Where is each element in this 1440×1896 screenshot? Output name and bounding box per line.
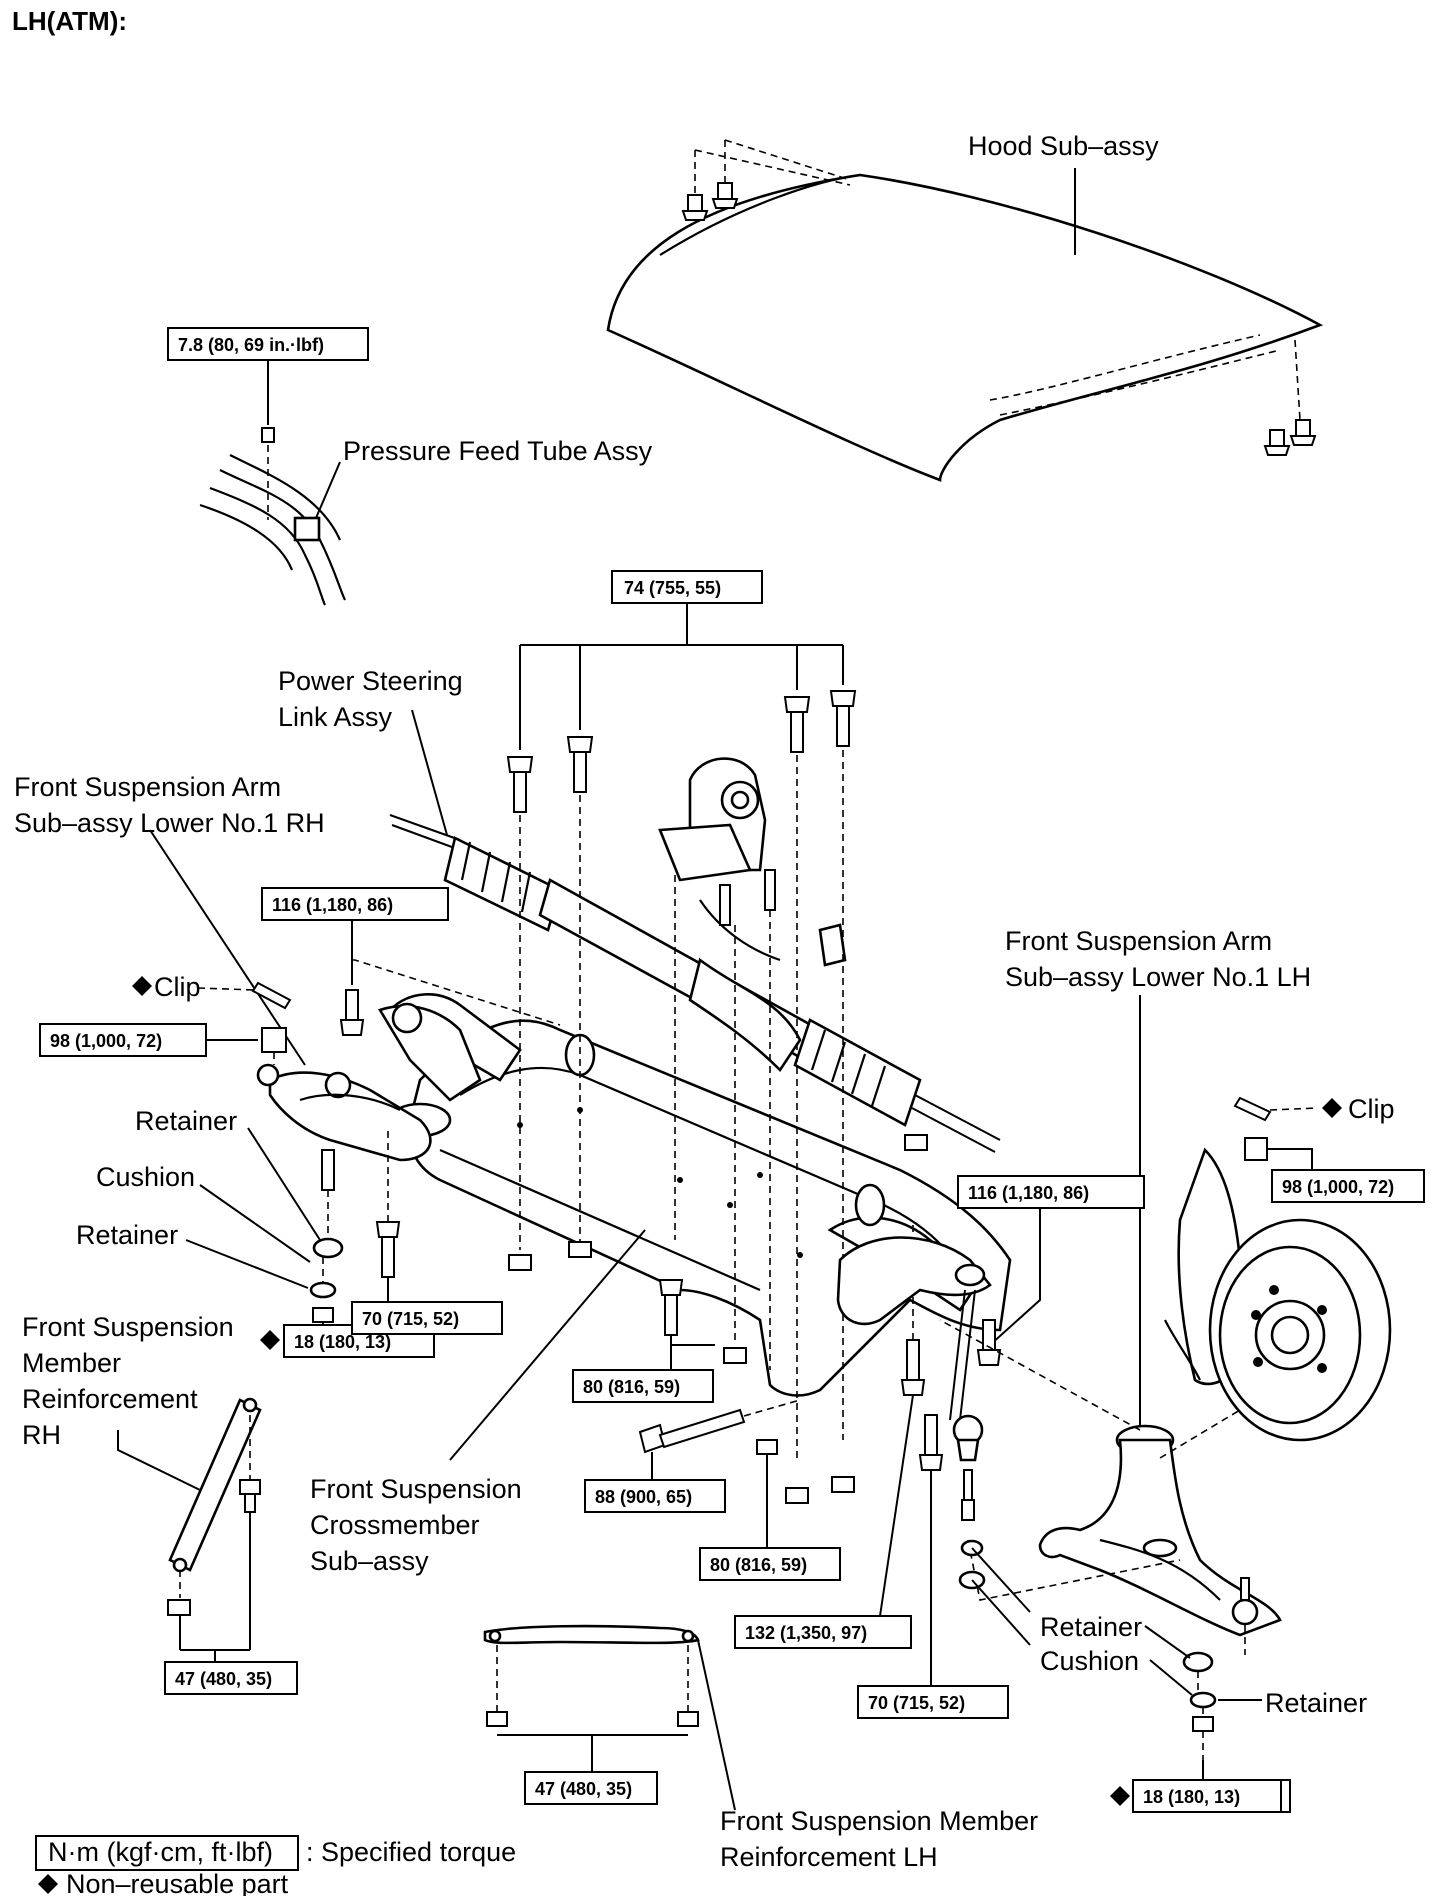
power-steering-label-1: Power Steering [278,666,463,696]
mid-70-bolt [918,1414,944,1471]
torque-rh-116: 116 (1,180, 86) [272,895,393,915]
torque-box-mid-88 [584,1479,726,1513]
nonreusable-diamond-rh-18 [260,1330,280,1350]
clip-rh-label: Clip [154,972,201,1002]
reinf-lh-label-2: Reinforcement LH [720,1842,938,1872]
pressure-feed-tube-label: Pressure Feed Tube Assy [343,436,653,466]
crossmember-drawing [387,993,1012,1397]
reinforcement-lh-drawing [483,1624,700,1645]
reinf-rh-label-2: Member [22,1348,121,1378]
arm-lh-drawing [1038,1424,1282,1637]
torque-box-reinf-lh [524,1771,658,1805]
clip-rh [251,981,292,1010]
reinforcement-lh-bolts [486,1711,699,1727]
legend-unit-box [35,1835,299,1871]
torque-rh-70: 70 (715, 52) [362,1309,459,1329]
crossmember-label-2: Crossmember [310,1510,480,1540]
engine-mount-drawing [658,757,776,926]
nonreusable-diamond-lh-18 [1110,1786,1130,1806]
legend-nonreusable-diamond [38,1874,58,1894]
reinf-rh-label-3: Reinforcement [22,1384,198,1414]
arm-lh-label-2: Sub–assy Lower No.1 LH [1005,962,1311,992]
torque-box-reinf-rh [164,1661,298,1695]
clip-lh [1233,1096,1272,1122]
steering-rack-drawing [389,814,1001,1153]
rh-stud-and-cushions [309,1149,344,1323]
nut-rh-98 [261,1027,287,1053]
lh-116-bolt [976,1319,1002,1366]
torque-rh-98: 98 (1,000, 72) [50,1031,162,1051]
reinforcement-rh-drawing [168,1397,262,1573]
legend-specified-torque: : Specified torque [306,1837,516,1867]
lh-knuckle-hub-drawing [1164,1147,1392,1442]
torque-box-mid-70 [857,1685,1009,1719]
reinforcement-rh-bolts [167,1479,261,1616]
torque-mid-132: 132 (1,350, 97) [745,1623,867,1643]
lh-stabilizer-link-drawing [836,1236,992,1521]
hood-bolts-bottom [1263,419,1317,456]
nut-lh-98 [1244,1137,1268,1161]
hood-label: Hood Sub–assy [968,131,1159,161]
torque-box-mid-132 [734,1615,912,1649]
reinf-rh-label-1: Front Suspension [22,1312,234,1342]
cushion-lh-label: Cushion [1040,1646,1139,1676]
mid-80b-nut [756,1439,778,1455]
legend-unit-text: N·m (kgf·cm, ft·lbf) [48,1837,273,1867]
hood-bolts-top [681,182,739,221]
retainer-lh-lower-label: Retainer [1265,1688,1367,1718]
crossmember-label-3: Sub–assy [310,1546,429,1576]
torque-crossmember-top: 74 (755, 55) [624,578,721,598]
cushion-rh-label: Cushion [96,1162,195,1192]
arm-rh-label-1: Front Suspension Arm [14,772,281,802]
crossmember-label-1: Front Suspension [310,1474,522,1504]
crossmember-lower-nuts [508,1134,928,1504]
torque-box-lh-18 [1132,1779,1282,1813]
hood-drawing [606,139,1324,482]
mid-80a-bolt [658,1279,684,1336]
arm-lh-label-1: Front Suspension Arm [1005,926,1272,956]
rh-116-bolt [339,989,365,1036]
rh-70-bolt [375,1221,401,1278]
torque-box-mid-80a [572,1369,714,1403]
arm-rh-drawing [256,1002,482,1162]
torque-reinf-rh: 47 (480, 35) [175,1669,272,1689]
retainer-lh-upper-label: Retainer [1040,1612,1142,1642]
torque-box-mid-80b [699,1547,841,1581]
torque-lh-116: 116 (1,180, 86) [968,1183,1089,1203]
crossmember-top-bolts [506,690,857,813]
legend-nonreusable-text: Non–reusable part [66,1869,289,1896]
torque-box-rh-70 [351,1301,503,1335]
torque-box-rh-116 [261,887,449,921]
torque-box-lh-98 [1271,1169,1425,1203]
torque-mid-88: 88 (900, 65) [595,1487,692,1507]
torque-box-rh-98 [39,1023,207,1057]
reinf-rh-label-4: RH [22,1420,61,1450]
page-title: LH(ATM): [12,6,127,36]
torque-pressure-tube: 7.8 (80, 69 in.·lbf) [178,335,324,355]
mid-88-bolt [638,1408,746,1454]
arm-rh-label-2: Sub–assy Lower No.1 RH [14,808,325,838]
power-steering-label-2: Link Assy [278,702,393,732]
pressure-tube-drawing [199,427,346,606]
torque-rh-18: 18 (180, 13) [294,1332,391,1352]
nonreusable-diamond-clip-lh [1322,1098,1342,1118]
reinf-lh-label-1: Front Suspension Member [720,1806,1038,1836]
torque-box-lh-116 [957,1175,1145,1209]
torque-mid-80a: 80 (816, 59) [583,1377,680,1397]
torque-mid-80b: 80 (816, 59) [710,1555,807,1575]
nonreusable-diamond-clip-rh [132,976,152,996]
torque-lh-18: 18 (180, 13) [1143,1787,1240,1807]
clip-lh-label: Clip [1348,1094,1395,1124]
retainer-rh-lower-label: Retainer [76,1220,178,1250]
torque-reinf-lh: 47 (480, 35) [535,1779,632,1799]
retainer-rh-upper-label: Retainer [135,1106,237,1136]
torque-lh-98: 98 (1,000, 72) [1282,1177,1394,1197]
mid-132-bolt [900,1339,926,1396]
torque-mid-70: 70 (715, 52) [868,1693,965,1713]
